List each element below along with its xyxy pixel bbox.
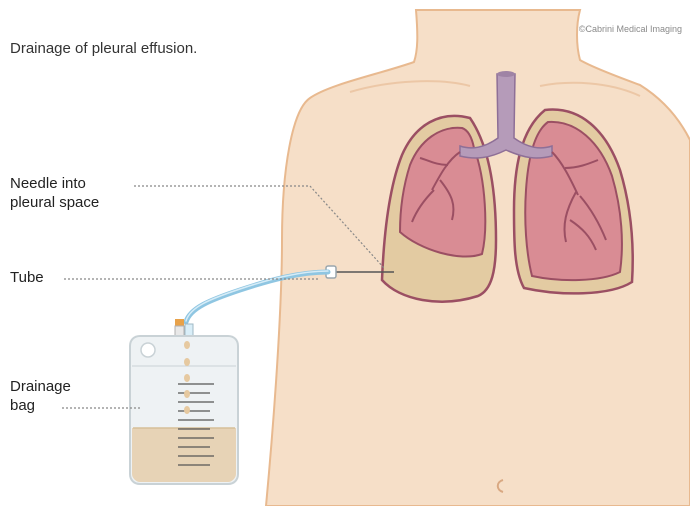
bag-fluid: [132, 428, 236, 482]
trachea-top: [497, 71, 515, 77]
label-tube: Tube: [10, 268, 44, 287]
bag-port-cap: [175, 319, 184, 326]
bag-hanger-hole: [141, 343, 155, 357]
label-needle: Needle into pleural space: [10, 174, 99, 212]
image-credit: ©Cabrini Medical Imaging: [579, 24, 682, 34]
figure-caption: Drainage of pleural effusion.: [10, 40, 197, 57]
label-drainage-bag: Drainage bag: [10, 377, 71, 415]
label-bag-line2: bag: [10, 396, 71, 415]
label-bag-line1: Drainage: [10, 377, 71, 396]
bag-port-left: [175, 326, 184, 336]
label-needle-line2: pleural space: [10, 193, 99, 212]
label-needle-line1: Needle into: [10, 174, 99, 193]
bag-port-right: [185, 324, 193, 336]
